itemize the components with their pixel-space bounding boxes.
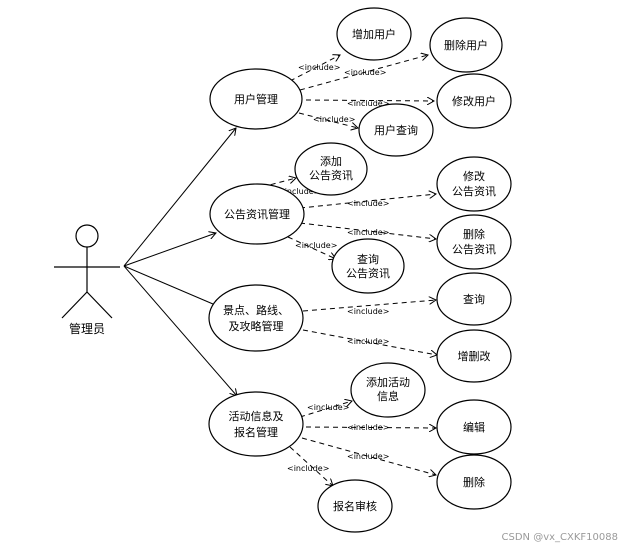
include-label: <include> <box>307 403 349 412</box>
include-delete-user <box>299 55 428 91</box>
use-case-label-line1: 添加活动 <box>366 375 410 389</box>
assoc-activity-mgmt <box>123 265 237 396</box>
use-case-modify-notice: 修改 公告资讯 <box>436 156 512 212</box>
include-label: <include> <box>347 307 389 316</box>
include-label: <include> <box>298 63 340 72</box>
use-case-label-line2: 及攻略管理 <box>229 319 284 333</box>
include-label: <include> <box>347 199 389 208</box>
include-scenic-edit <box>302 329 437 355</box>
use-case-label-line1: 查询 <box>357 252 379 266</box>
include-add-notice <box>261 178 296 188</box>
use-case-delete-activity: 删除 <box>436 454 512 510</box>
include-label: <include> <box>347 228 389 237</box>
use-case-label: 增删改 <box>458 349 491 363</box>
use-case-edit-activity: 编辑 <box>436 399 512 455</box>
include-review-signup <box>289 446 333 486</box>
include-label: <include> <box>313 115 355 124</box>
use-case-label: 删除 <box>463 475 485 489</box>
use-case-user-mgmt: 用户管理 <box>209 68 303 130</box>
use-case-label: 公告资讯管理 <box>224 207 290 221</box>
include-relations <box>261 55 437 486</box>
use-case-activity-mgmt: 活动信息及 报名管理 <box>208 391 304 457</box>
use-case-label-line2: 公告资讯 <box>452 243 496 256</box>
actor-label: 管理员 <box>69 321 105 336</box>
include-label: <include> <box>347 337 389 346</box>
use-case-label: 删除用户 <box>444 38 488 52</box>
use-case-query-user: 用户查询 <box>358 103 434 157</box>
assoc-user-mgmt <box>123 128 236 267</box>
include-delete-notice <box>299 222 436 239</box>
use-case-add-activity: 添加活动 信息 <box>350 362 426 418</box>
use-case-label-line2: 公告资讯 <box>309 169 353 182</box>
include-add-user <box>289 55 340 82</box>
use-case-label-line2: 公告资讯 <box>346 267 390 280</box>
use-case-delete-notice: 删除 公告资讯 <box>436 214 512 270</box>
assoc-notice-mgmt <box>123 233 216 267</box>
use-case-label-line1: 活动信息及 <box>229 409 284 423</box>
use-case-scenic-mgmt: 景点、路线、 及攻略管理 <box>208 284 304 352</box>
use-case-label-line1: 删除 <box>463 227 485 241</box>
actor-left-leg <box>61 291 88 319</box>
include-labels: <include> <include> <include> <include> … <box>278 63 389 473</box>
actor-right-leg <box>86 291 113 319</box>
associations <box>123 128 237 396</box>
use-case-label-line1: 景点、路线、 <box>223 303 289 317</box>
actor-administrator: 管理员 <box>54 224 120 336</box>
use-case-delete-user: 删除用户 <box>429 17 503 73</box>
actor-head <box>75 224 99 248</box>
use-case-label: 用户查询 <box>374 123 418 137</box>
include-label: <include> <box>347 423 389 432</box>
include-query-user <box>298 112 358 128</box>
use-case-scenic-query: 查询 <box>436 272 512 326</box>
use-case-label: 增加用户 <box>352 27 396 41</box>
use-case-label-line2: 公告资讯 <box>452 185 496 198</box>
use-case-modify-user: 修改用户 <box>436 73 512 129</box>
use-case-scenic-edit: 增删改 <box>436 329 512 383</box>
use-case-label-line2: 信息 <box>377 389 399 403</box>
use-case-label: 用户管理 <box>234 92 278 106</box>
use-case-query-notice: 查询 公告资讯 <box>331 238 405 294</box>
use-case-label: 编辑 <box>463 420 485 434</box>
include-modify-notice <box>299 194 436 209</box>
use-case-label: 修改用户 <box>452 94 496 108</box>
use-case-label-line1: 修改 <box>463 169 485 183</box>
watermark: CSDN @vx_CXKF10088 <box>502 532 618 543</box>
include-label: <include> <box>344 68 386 77</box>
include-label: <include> <box>347 452 389 461</box>
use-case-add-user: 增加用户 <box>336 7 412 61</box>
include-label: <include> <box>287 464 329 473</box>
include-label: <include> <box>295 241 337 250</box>
use-case-review-signup: 报名审核 <box>317 479 393 533</box>
include-modify-user <box>305 100 434 101</box>
use-case-add-notice: 添加 公告资讯 <box>294 142 368 196</box>
use-case-notice-mgmt: 公告资讯管理 <box>209 183 305 245</box>
use-case-label: 报名审核 <box>333 499 377 513</box>
use-case-label-line2: 报名管理 <box>234 425 278 439</box>
include-edit-activity <box>305 427 436 428</box>
include-label: <include> <box>278 187 320 196</box>
include-label: <include> <box>347 99 389 108</box>
use-case-label: 查询 <box>463 292 485 306</box>
include-add-activity <box>299 401 352 418</box>
include-scenic-query <box>302 300 436 312</box>
assoc-scenic-mgmt <box>123 265 220 307</box>
use-case-label-line1: 添加 <box>320 154 342 168</box>
